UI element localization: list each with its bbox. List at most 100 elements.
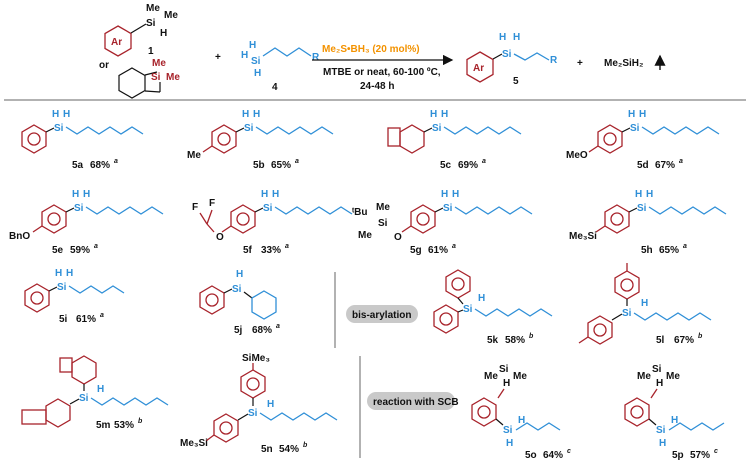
svg-text:H: H — [72, 189, 79, 200]
svg-text:Si: Si — [232, 284, 242, 295]
compound-5j: Si H 5j 68% a — [199, 269, 280, 336]
hydrosilane-h1: H — [249, 40, 256, 51]
svg-text:Si: Si — [248, 408, 258, 419]
svg-text:Si: Si — [622, 308, 632, 319]
svg-text:5e: 5e — [52, 245, 64, 256]
compound-5n: SiMe₃ Si H Me₃Si 5n 54% b — [180, 353, 338, 455]
svg-text:5h: 5h — [641, 245, 653, 256]
svg-text:H: H — [52, 109, 59, 120]
scb-si: Si — [151, 72, 161, 83]
svg-text:a: a — [100, 312, 104, 319]
svg-text:Si: Si — [79, 393, 89, 404]
svg-text:Si: Si — [503, 425, 513, 436]
svg-text:reaction with SCB: reaction with SCB — [373, 397, 459, 408]
svg-text:Si: Si — [637, 203, 647, 214]
product-5: Ar Si H H R 5 — [466, 32, 558, 87]
svg-text:H: H — [83, 189, 90, 200]
catalyst-text: Me₂S•BH₃ (20 mol%) — [322, 44, 420, 55]
byproduct: Me₂SiH₂ — [604, 58, 643, 69]
svg-text:5d: 5d — [637, 160, 649, 171]
svg-text:54%: 54% — [279, 444, 299, 455]
product-number: 5 — [513, 76, 519, 87]
svg-text:5j: 5j — [234, 325, 243, 336]
svg-text:H: H — [639, 109, 646, 120]
svg-text:O: O — [216, 232, 224, 243]
compound-note: a — [114, 158, 118, 165]
compound-5d: MeO Si H H 5d 67% a — [566, 109, 720, 171]
svg-text:65%: 65% — [271, 160, 291, 171]
aryl-label: Ar — [111, 37, 122, 48]
reaction-arrow: Me₂S•BH₃ (20 mol%) MTBE or neat, 60-100 … — [312, 44, 454, 92]
svg-text:H: H — [272, 189, 279, 200]
svg-text:bis-arylation: bis-arylation — [352, 310, 411, 321]
svg-text:H: H — [635, 189, 642, 200]
svg-text:MeO: MeO — [566, 150, 588, 161]
svg-text:Si: Si — [74, 203, 84, 214]
svg-text:Si: Si — [378, 218, 388, 229]
svg-text:64%: 64% — [543, 450, 563, 461]
svg-text:H: H — [641, 298, 648, 309]
plus-sign-1: + — [215, 52, 221, 63]
or-text: or — [99, 60, 109, 71]
svg-text:Me: Me — [187, 150, 201, 161]
reagent4-si: Si — [251, 56, 261, 67]
svg-text:O: O — [394, 232, 402, 243]
svg-text:Si: Si — [432, 123, 442, 134]
compound-5g: O Si ᵗBu Me Me Si H H 5g 61% a — [352, 189, 533, 256]
svg-text:H: H — [261, 189, 268, 200]
svg-text:Me: Me — [637, 371, 651, 382]
svg-text:a: a — [94, 243, 98, 250]
svg-text:H: H — [97, 384, 104, 395]
svg-text:Si: Si — [499, 364, 509, 375]
reagent4-number: 4 — [272, 82, 278, 93]
hydrosilane-h3: H — [254, 68, 261, 79]
svg-text:5k: 5k — [487, 335, 499, 346]
svg-text:H: H — [646, 189, 653, 200]
svg-text:Si: Si — [652, 364, 662, 375]
reagent1-number: 1 — [148, 46, 154, 57]
conditions-line2: 24-48 h — [360, 81, 394, 92]
compound-yield: 68% — [90, 160, 110, 171]
benzo-ring-icon — [118, 67, 146, 99]
svg-text:SiMe₃: SiMe₃ — [242, 353, 270, 364]
svg-text:5l: 5l — [656, 335, 665, 346]
svg-text:H: H — [441, 109, 448, 120]
svg-text:Si: Si — [630, 123, 640, 134]
svg-text:Si: Si — [263, 203, 273, 214]
svg-text:H: H — [430, 109, 437, 120]
compound-5c: Si H H 5c 69% a — [387, 109, 522, 171]
product-r: R — [550, 55, 558, 66]
svg-text:b: b — [138, 418, 143, 425]
svg-text:Me: Me — [513, 371, 527, 382]
compound-5o: Me Si Me H Si H H 5o 64% c — [471, 364, 571, 461]
product-aryl-label: Ar — [473, 63, 484, 74]
svg-text:a: a — [679, 158, 683, 165]
svg-text:Me₃Si: Me₃Si — [180, 438, 208, 449]
svg-text:59%: 59% — [70, 245, 90, 256]
svg-text:5p: 5p — [672, 450, 684, 461]
svg-text:H: H — [628, 109, 635, 120]
svg-text:H: H — [236, 269, 243, 280]
svg-text:H: H — [253, 109, 260, 120]
svg-text:Si: Si — [54, 123, 64, 134]
compound-5e: BnO Si H H 5e 59% a — [9, 189, 164, 256]
svg-text:5m: 5m — [96, 420, 111, 431]
reaction-with-scb-label: reaction with SCB — [367, 392, 459, 410]
svg-text:Me: Me — [376, 202, 390, 213]
svg-text:F: F — [209, 198, 215, 209]
svg-text:5f: 5f — [243, 245, 253, 256]
svg-text:5b: 5b — [253, 160, 265, 171]
svg-text:5i: 5i — [59, 314, 68, 325]
svg-text:H: H — [55, 268, 62, 279]
svg-text:H: H — [518, 415, 525, 426]
reagent-1: Ar Si Me Me H 1 — [104, 3, 178, 57]
svg-text:Si: Si — [463, 304, 473, 315]
svg-text:H: H — [656, 378, 663, 389]
compound-5f: O F F Si H H 5f 33% a — [192, 189, 353, 256]
svg-text:a: a — [452, 243, 456, 250]
svg-text:H: H — [267, 399, 274, 410]
svg-text:b: b — [529, 333, 534, 340]
svg-text:Me: Me — [484, 371, 498, 382]
reagent1-h: H — [160, 28, 167, 39]
reagent4-r: R — [312, 52, 320, 63]
